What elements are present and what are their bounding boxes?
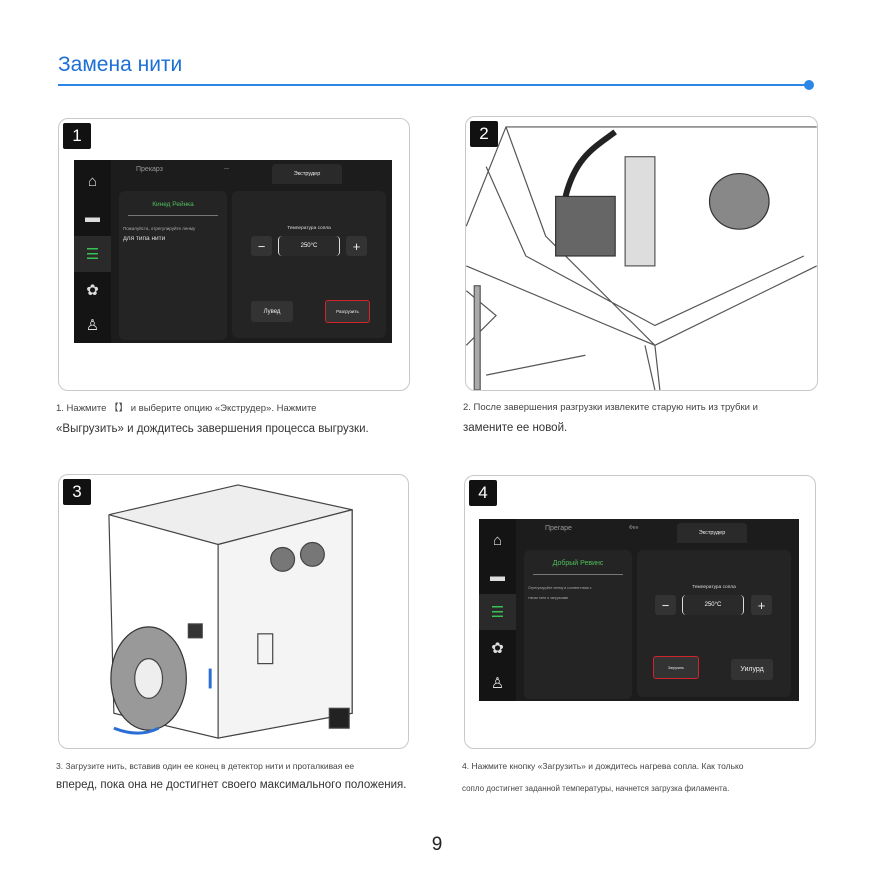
folder-icon[interactable]: ▬ [85,208,100,226]
divider [128,215,218,216]
tab-prepare[interactable]: Прегаре [545,525,572,532]
tab-extruder[interactable]: Экструдер [677,523,747,543]
page-title: Замена нити [58,53,183,76]
panel-title: Кинед Рейнка [152,201,194,208]
step-4-caption: 4. Нажмите кнопку «Загрузить» и дождитес… [462,761,744,793]
home-icon[interactable]: ⌂ [87,172,98,190]
tab-extruder[interactable]: Экструдер [272,164,342,184]
temp-value[interactable]: 250°C [682,595,744,615]
filament-panel: Добрый Ревинс Отрегулируйте ленму в соот… [524,550,632,699]
step-number-badge: 4 [469,480,497,506]
printer-spool-photo [108,484,353,739]
step-4-panel: 4 ⌂ ▬ ☰ ✿ ♙ Прегаре Фен Экструдер Добрый… [464,475,816,749]
temperature-panel: Температура сопла − 250°C + Загрузить Уи… [637,550,791,697]
gear-icon[interactable]: ✿ [491,640,504,657]
tab-prepare[interactable]: Прекарз [136,166,163,173]
sidebar: ⌂ ▬ ☰ ✿ ♙ [74,160,111,343]
temp-value[interactable]: 250°C [278,236,340,256]
plus-button[interactable]: + [346,236,367,256]
load-button[interactable]: Загрузить [653,656,699,679]
gear-icon[interactable]: ✿ [86,282,99,299]
plus-button[interactable]: + [751,595,772,615]
step-1-panel: 1 ⌂ ▬ ☰ ✿ ♙ Прекарз — Экструдер Кинед Ре… [58,118,410,391]
tab-fan[interactable]: Фен [629,525,639,531]
load-button[interactable]: Лувед [251,301,293,322]
printer-top-photo [466,126,817,390]
step-2-caption: 2. После завершения разгрузки извлеките … [463,402,758,434]
sliders-icon[interactable]: ☰ [479,594,516,630]
temp-label: Температура сопла [692,585,736,590]
step-2-panel: 2 [465,116,818,391]
temperature-panel: Температура сопла − 250°C + Лувед Разгру… [232,191,386,338]
nozzle-icon[interactable]: ♙ [490,675,505,692]
printer-screen: ⌂ ▬ ☰ ✿ ♙ Прегаре Фен Экструдер Добрый Р… [479,519,799,701]
temp-label: Температура сопла [287,226,331,231]
printer-screen: ⌂ ▬ ☰ ✿ ♙ Прекарз — Экструдер Кинед Рейн… [74,160,392,343]
folder-icon[interactable]: ▬ [490,567,505,585]
divider [533,574,623,575]
step-number-badge: 1 [63,123,91,149]
step-1-caption: 1. Нажмите 【】 и выберите опцию «Экструде… [56,403,369,435]
page-number: 9 [431,834,443,855]
step-3-caption: 3. Загрузите нить, вставив один ее конец… [56,761,407,791]
step-number-badge: 2 [470,121,498,147]
tab-middle[interactable]: — [224,166,229,172]
unload-button[interactable]: Разгрузить [325,300,370,323]
sidebar: ⌂ ▬ ☰ ✿ ♙ [479,519,516,701]
nozzle-icon[interactable]: ♙ [85,317,100,334]
minus-button[interactable]: − [655,595,676,615]
title-rule-dot [804,80,814,90]
sliders-icon[interactable]: ☰ [74,236,111,272]
step-3-panel: 3 [58,474,409,749]
title-rule [58,84,808,86]
retract-button[interactable]: Уилурд [731,659,773,680]
panel-title: Добрый Ревинс [552,560,604,567]
step-number-badge: 3 [63,479,91,505]
filament-panel: Кинед Рейнка Пожалуйста, отрегулируйте л… [119,191,227,340]
minus-button[interactable]: − [251,236,272,256]
home-icon[interactable]: ⌂ [492,531,503,549]
